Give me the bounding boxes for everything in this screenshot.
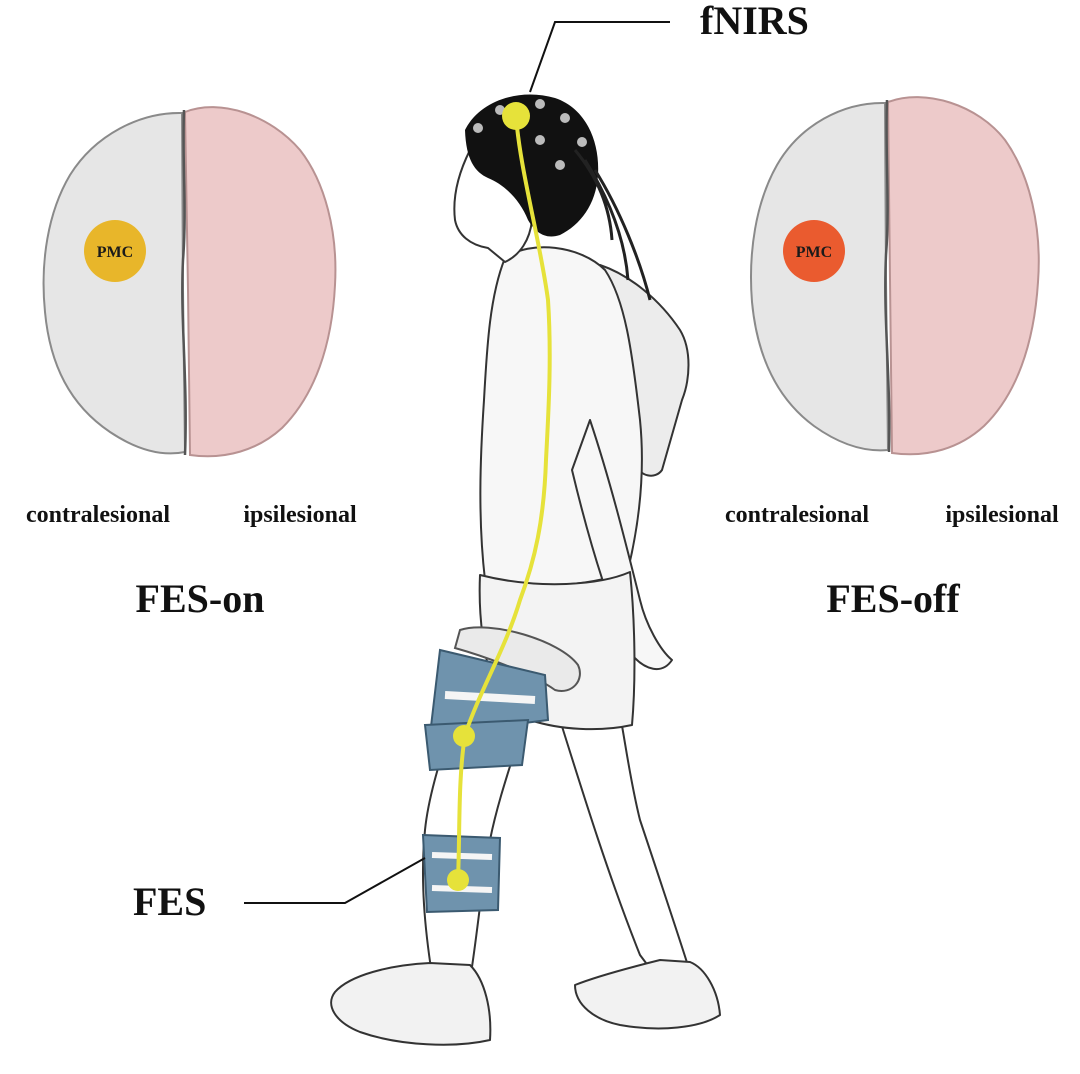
thigh-ring [453, 626, 581, 692]
walking-person-illustration [330, 149, 721, 1046]
fes-leader-line [244, 857, 426, 904]
cap-cables [573, 149, 652, 301]
fnirs-leader-line [529, 21, 670, 93]
front-shoe [330, 962, 492, 1046]
ipsilesional-label-fes-off: ipsilesional [945, 502, 1059, 528]
optode [473, 123, 483, 133]
signal-node-knee [453, 725, 475, 747]
back-shoe [574, 959, 721, 1030]
signal-node-shin [447, 869, 469, 891]
shin-cuff-slot-top [431, 852, 493, 860]
signal-line [456, 115, 552, 881]
contralesional-label-fes-off: contralesional [725, 502, 869, 528]
brain-left-fissure [181, 109, 187, 456]
optode [535, 135, 545, 145]
optode [577, 137, 587, 147]
pmc-region-marker-fes-on [84, 220, 146, 282]
cap-shell [465, 94, 599, 237]
brace-upper [428, 648, 550, 737]
optode [535, 99, 545, 109]
fes-label: FES [133, 879, 206, 924]
condition-title-fes-on: FES-on [136, 576, 265, 621]
signal-node-head [502, 102, 530, 130]
brain-right-ipsilesional-hemisphere [886, 96, 1040, 456]
condition-title-fes-off: FES-off [826, 576, 960, 621]
fnirs-label: fNIRS [700, 0, 809, 43]
brain-left-contralesional-hemisphere [42, 111, 187, 455]
pmc-label-fes-off: PMC [796, 244, 832, 261]
optode [560, 113, 570, 123]
pmc-region-marker-fes-off [783, 220, 845, 282]
fnirs-cap [465, 94, 652, 301]
brain-fes-on: PMC contralesional ipsilesional FES-on [26, 106, 357, 621]
brain-left-ipsilesional-hemisphere [183, 106, 337, 458]
back-leg [559, 714, 691, 976]
brace-slot [444, 691, 536, 704]
pmc-label-fes-on: PMC [97, 244, 133, 261]
optode [555, 160, 565, 170]
knee-brace [423, 626, 581, 772]
brace-lower [423, 718, 530, 772]
brain-right-fissure [884, 99, 891, 453]
arm [571, 419, 673, 670]
ipsilesional-label-fes-on: ipsilesional [243, 502, 357, 528]
brain-fes-off: PMC contralesional ipsilesional FES-off [725, 96, 1059, 621]
contralesional-label-fes-on: contralesional [26, 502, 170, 528]
